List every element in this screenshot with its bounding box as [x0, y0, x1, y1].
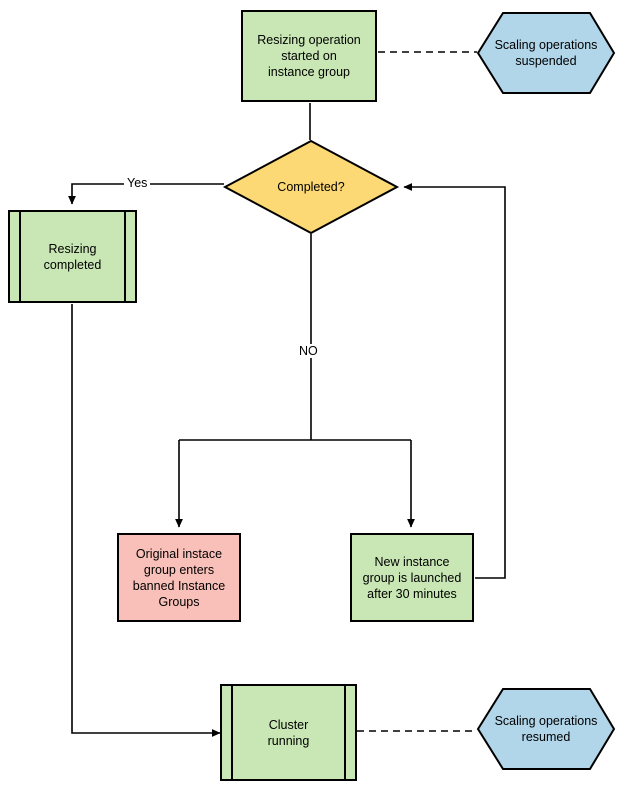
edge-resizing-completed-to-cluster: [71, 304, 221, 737]
edge-label-yes: Yes: [124, 176, 151, 190]
node-completed-decision-label: Completed?: [277, 180, 345, 194]
node-scaling-resumed[interactable]: Scaling operations resumed: [477, 688, 615, 770]
node-scaling-resumed-label: Scaling operations resumed: [494, 714, 598, 744]
node-cluster-running[interactable]: Cluster running: [220, 684, 357, 781]
node-resizing-completed-label: Resizing completed: [43, 241, 102, 272]
shape-hexagon-scaling-resumed: [476, 688, 616, 770]
node-scaling-suspended[interactable]: Scaling operations suspended: [477, 12, 615, 94]
node-resizing-started-label: Resizing operation started on instance g…: [257, 33, 361, 79]
predefined-bar-right: [344, 686, 346, 779]
predefined-bar-left: [231, 686, 233, 779]
shape-diamond-completed: [222, 139, 400, 235]
node-resizing-started[interactable]: Resizing operation started on instance g…: [241, 10, 377, 102]
shape-hexagon-scaling-suspended: [476, 12, 616, 94]
predefined-bar-left: [19, 212, 21, 301]
node-new-group-launched[interactable]: New instance group is launched after 30 …: [350, 533, 474, 622]
predefined-bar-right: [124, 212, 126, 301]
node-resizing-completed[interactable]: Resizing completed: [8, 210, 137, 303]
edge-label-no: NO: [296, 344, 321, 358]
node-original-group-banned-label: Original instace group enters banned Ins…: [132, 546, 226, 609]
node-original-group-banned[interactable]: Original instace group enters banned Ins…: [117, 533, 241, 622]
node-scaling-suspended-label: Scaling operations suspended: [494, 38, 598, 68]
node-completed-decision[interactable]: Completed?: [225, 140, 397, 234]
edge-decision-yes: [68, 183, 224, 205]
node-new-group-launched-label: New instance group is launched after 30 …: [362, 554, 462, 601]
node-cluster-running-label: Cluster running: [267, 717, 310, 748]
edge-new-group-back-to-decision: [403, 183, 506, 579]
